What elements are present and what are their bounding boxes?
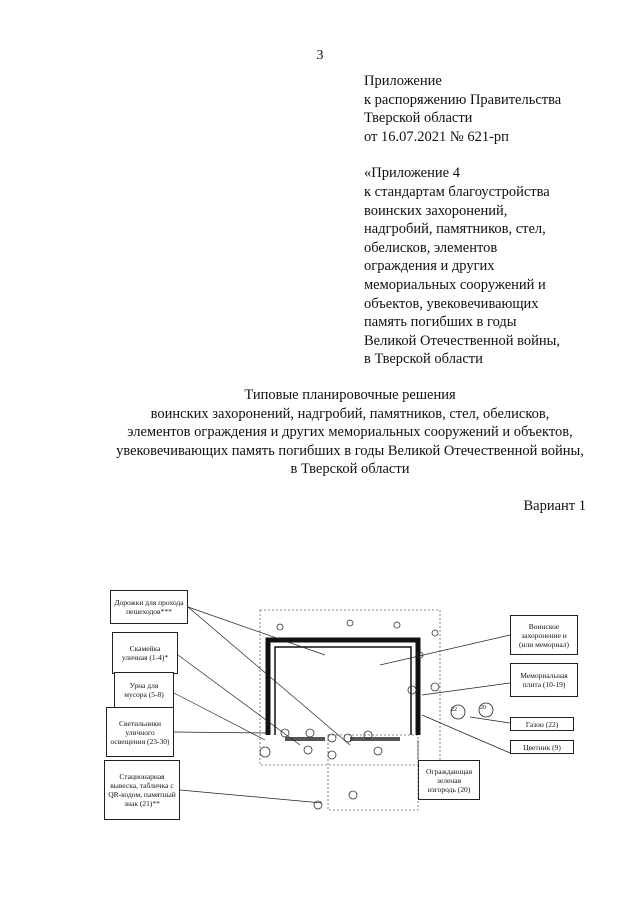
marker-20: 20: [480, 705, 486, 711]
appendix-line: память погибших в годы: [364, 314, 517, 331]
callout-walkways: Дорожки для прохода пешеходов***: [110, 590, 188, 624]
callout-bench: Скамейка уличная (1-4)*: [112, 632, 178, 674]
callout-memorial-plate: Мемориальная плита (10-19): [510, 663, 578, 697]
appendix-line: Тверской области: [364, 110, 473, 127]
appendix-line: Великой Отечественной войны,: [364, 332, 561, 349]
appendix-line: воинских захоронений,: [364, 202, 508, 219]
callout-trash-bin: Урна для мусора (5-8): [114, 672, 174, 708]
appendix-line: в Тверской области: [364, 351, 483, 368]
appendix-block: Приложение к распоряжению Правительства …: [364, 72, 624, 369]
appendix-line: к распоряжению Правительства: [364, 91, 562, 108]
appendix-line: ограждения и других: [364, 258, 495, 275]
appendix-line: объектов, увековечивающих: [364, 295, 539, 312]
scheme-drawing: [173, 606, 511, 811]
appendix-line: Приложение: [364, 73, 442, 89]
callout-signboard: Стационарная вывеска, табличка с QR-кодо…: [104, 760, 180, 820]
heading-line: Типовые планировочные решения: [244, 387, 456, 403]
page-number: 3: [316, 48, 324, 63]
heading-line: элементов ограждения и других мемориальн…: [127, 424, 573, 441]
callout-lawn: Газон (22): [510, 717, 574, 731]
heading-line: увековечивающих память погибших в годы В…: [116, 442, 584, 459]
appendix-line: мемориальных сооружений и: [364, 276, 546, 293]
callout-hedge: Ограждающая зеленая изгородь (20): [418, 760, 480, 800]
appendix-line: от 16.07.2021 № 621-рп: [364, 128, 509, 145]
appendix-line: обелисков, элементов: [364, 239, 498, 256]
callout-flowerbed: Цветник (9): [510, 740, 574, 754]
document-heading: Типовые планировочные решения воинских з…: [60, 386, 640, 479]
heading-line: в Тверской области: [290, 461, 410, 478]
callout-military-grave: Воинское захоронение и (или мемориал): [510, 615, 578, 655]
layout-scheme: 22 20 Дорожки для прохода пешеходов*** С…: [100, 575, 590, 845]
variant-label: Вариант 1: [523, 498, 586, 514]
marker-22: 22: [451, 707, 457, 713]
appendix-line: к стандартам благоустройства: [364, 183, 550, 200]
callout-street-lights: Светильники уличного освещения (23-30): [106, 707, 174, 757]
appendix-line: надгробий, памятников, стел,: [364, 221, 546, 238]
appendix-line: «Приложение 4: [364, 165, 460, 182]
heading-line: воинских захоронений, надгробий, памятни…: [150, 405, 550, 422]
